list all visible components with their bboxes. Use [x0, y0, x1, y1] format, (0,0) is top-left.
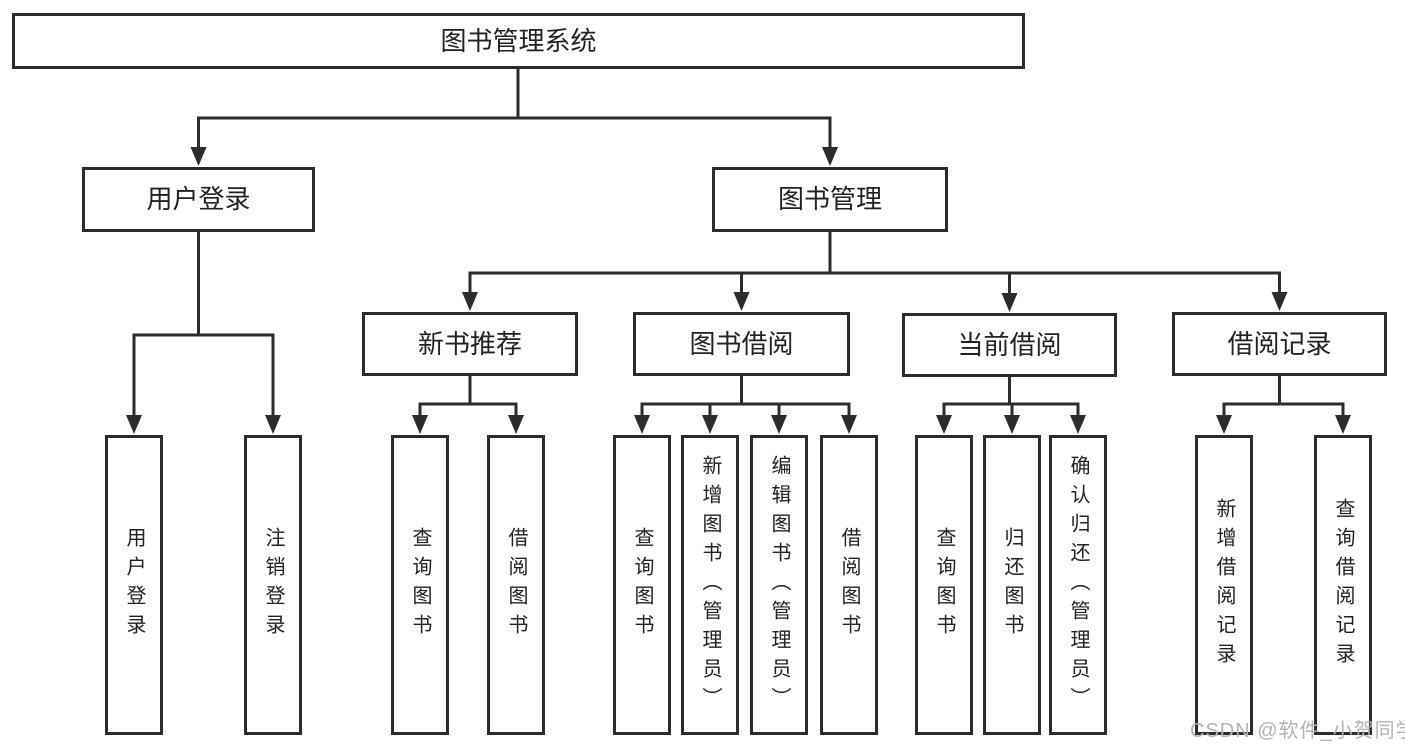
leaf-edit-book-admin-label: 编辑图书（管理员）: [768, 454, 790, 716]
leaf-return-book: 归还图书: [983, 435, 1041, 735]
node-user-login: 用户登录: [82, 167, 315, 232]
node-current-borrow: 当前借阅: [902, 313, 1117, 377]
node-new-book-recommend: 新书推荐: [362, 312, 578, 376]
leaf-logout-label: 注销登录: [262, 527, 284, 643]
node-book-borrow: 图书借阅: [633, 312, 850, 376]
node-user-login-label: 用户登录: [146, 184, 251, 215]
node-current-borrow-label: 当前借阅: [957, 329, 1062, 360]
leaf-add-book-admin: 新增图书（管理员）: [681, 435, 739, 735]
leaf-query-books-2: 查询图书: [613, 435, 671, 735]
leaf-user-login: 用户登录: [105, 435, 163, 735]
node-book-management-label: 图书管理: [777, 184, 882, 215]
node-root-label: 图书管理系统: [440, 25, 597, 56]
leaf-query-books-3: 查询图书: [915, 435, 973, 735]
leaf-confirm-return-admin-label: 确认归还（管理员）: [1067, 454, 1089, 716]
leaf-return-book-label: 归还图书: [1001, 527, 1023, 643]
leaf-query-borrow-record-label: 查询借阅记录: [1332, 498, 1354, 672]
leaf-query-borrow-record: 查询借阅记录: [1314, 435, 1372, 735]
node-book-management: 图书管理: [712, 167, 948, 232]
leaf-query-books-2-label: 查询图书: [631, 527, 653, 643]
leaf-confirm-return-admin: 确认归还（管理员）: [1049, 435, 1107, 735]
leaf-user-login-label: 用户登录: [123, 527, 145, 643]
leaf-edit-book-admin: 编辑图书（管理员）: [750, 435, 808, 735]
leaf-add-borrow-record: 新增借阅记录: [1195, 435, 1253, 735]
leaf-add-borrow-record-label: 新增借阅记录: [1213, 498, 1235, 672]
node-borrow-records-label: 借阅记录: [1227, 328, 1332, 359]
leaf-logout: 注销登录: [244, 435, 302, 735]
leaf-borrow-books-1: 借阅图书: [487, 435, 545, 735]
leaf-add-book-admin-label: 新增图书（管理员）: [699, 454, 721, 716]
node-book-borrow-label: 图书借阅: [689, 328, 794, 359]
leaf-query-books-1-label: 查询图书: [409, 527, 431, 643]
leaf-query-books-3-label: 查询图书: [933, 527, 955, 643]
leaf-borrow-books-2-label: 借阅图书: [838, 527, 860, 643]
watermark: CSDN @软件_小贺同学: [1190, 720, 1405, 742]
node-new-book-recommend-label: 新书推荐: [417, 328, 522, 359]
node-borrow-records: 借阅记录: [1172, 312, 1387, 376]
leaf-query-books-1: 查询图书: [391, 435, 449, 735]
node-root: 图书管理系统: [12, 13, 1025, 69]
leaf-borrow-books-1-label: 借阅图书: [505, 527, 527, 643]
leaf-borrow-books-2: 借阅图书: [820, 435, 878, 735]
